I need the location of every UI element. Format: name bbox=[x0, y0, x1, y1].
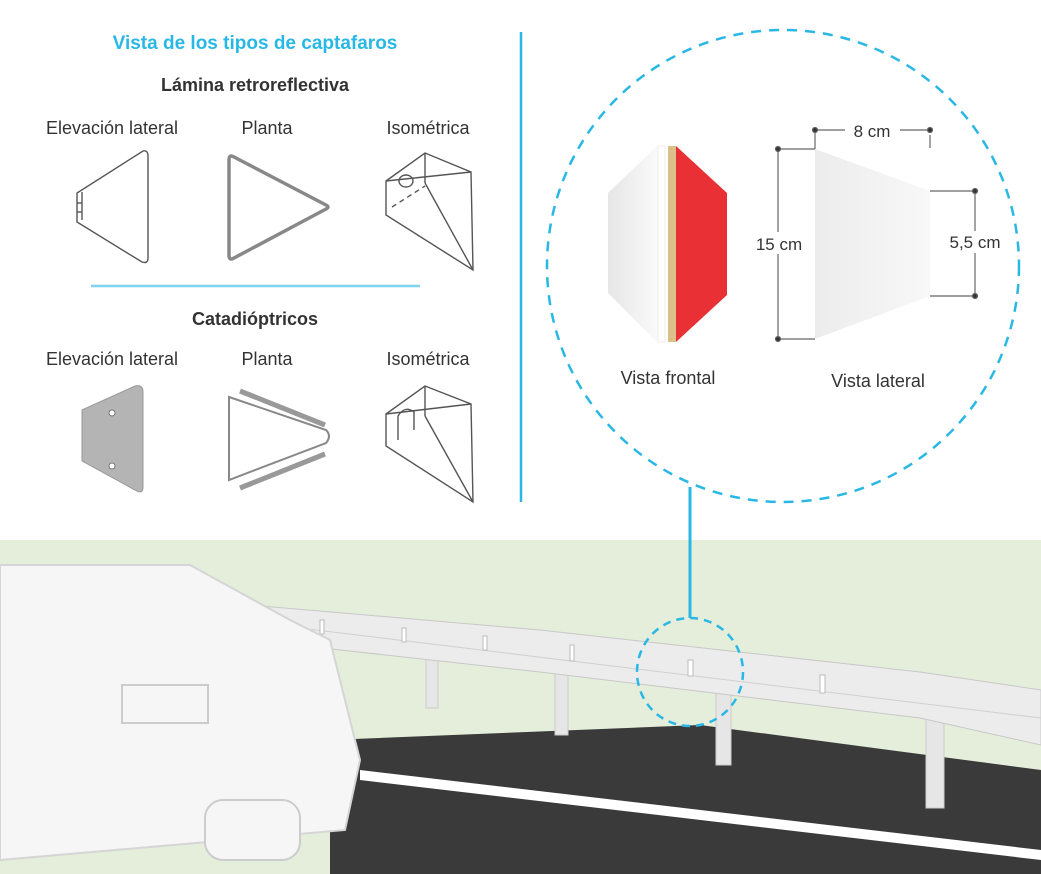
catadioptrico-isometric-drawing bbox=[385, 385, 474, 504]
view-label: Isométrica bbox=[386, 349, 470, 369]
view-label: Elevación lateral bbox=[46, 349, 178, 369]
lamina-plan-drawing bbox=[227, 154, 330, 261]
catadioptrico-elevation-drawing bbox=[81, 385, 144, 493]
tip-height-dimension: 5,5 cm bbox=[949, 233, 1000, 252]
view-label: Elevación lateral bbox=[46, 118, 178, 138]
road-line bbox=[360, 770, 1041, 860]
license-plate bbox=[121, 684, 209, 724]
car-wheel bbox=[204, 799, 301, 861]
view-label: Planta bbox=[241, 349, 293, 369]
side-view-drawing bbox=[748, 120, 1010, 343]
front-view-drawing bbox=[608, 145, 727, 343]
guardrail bbox=[249, 604, 1041, 809]
catadioptrico-plan-drawing bbox=[228, 388, 330, 491]
road-scene bbox=[0, 540, 1041, 874]
section-heading-catadioptricos: Catadióptricos bbox=[192, 309, 318, 329]
zoom-source-circle bbox=[635, 616, 745, 728]
section-heading-lamina: Lámina retroreflectiva bbox=[161, 75, 350, 95]
lamina-isometric-drawing bbox=[385, 152, 474, 272]
height-dimension: 15 cm bbox=[756, 235, 802, 254]
front-view-label: Vista frontal bbox=[621, 368, 716, 388]
view-label: Planta bbox=[241, 118, 293, 138]
lamina-elevation-drawing bbox=[76, 150, 149, 264]
view-label: Isométrica bbox=[386, 118, 470, 138]
length-dimension: 8 cm bbox=[854, 122, 891, 141]
side-view-label: Vista lateral bbox=[831, 371, 925, 391]
diagram-title: Vista de los tipos de captafaros bbox=[113, 33, 398, 54]
car bbox=[0, 564, 362, 862]
